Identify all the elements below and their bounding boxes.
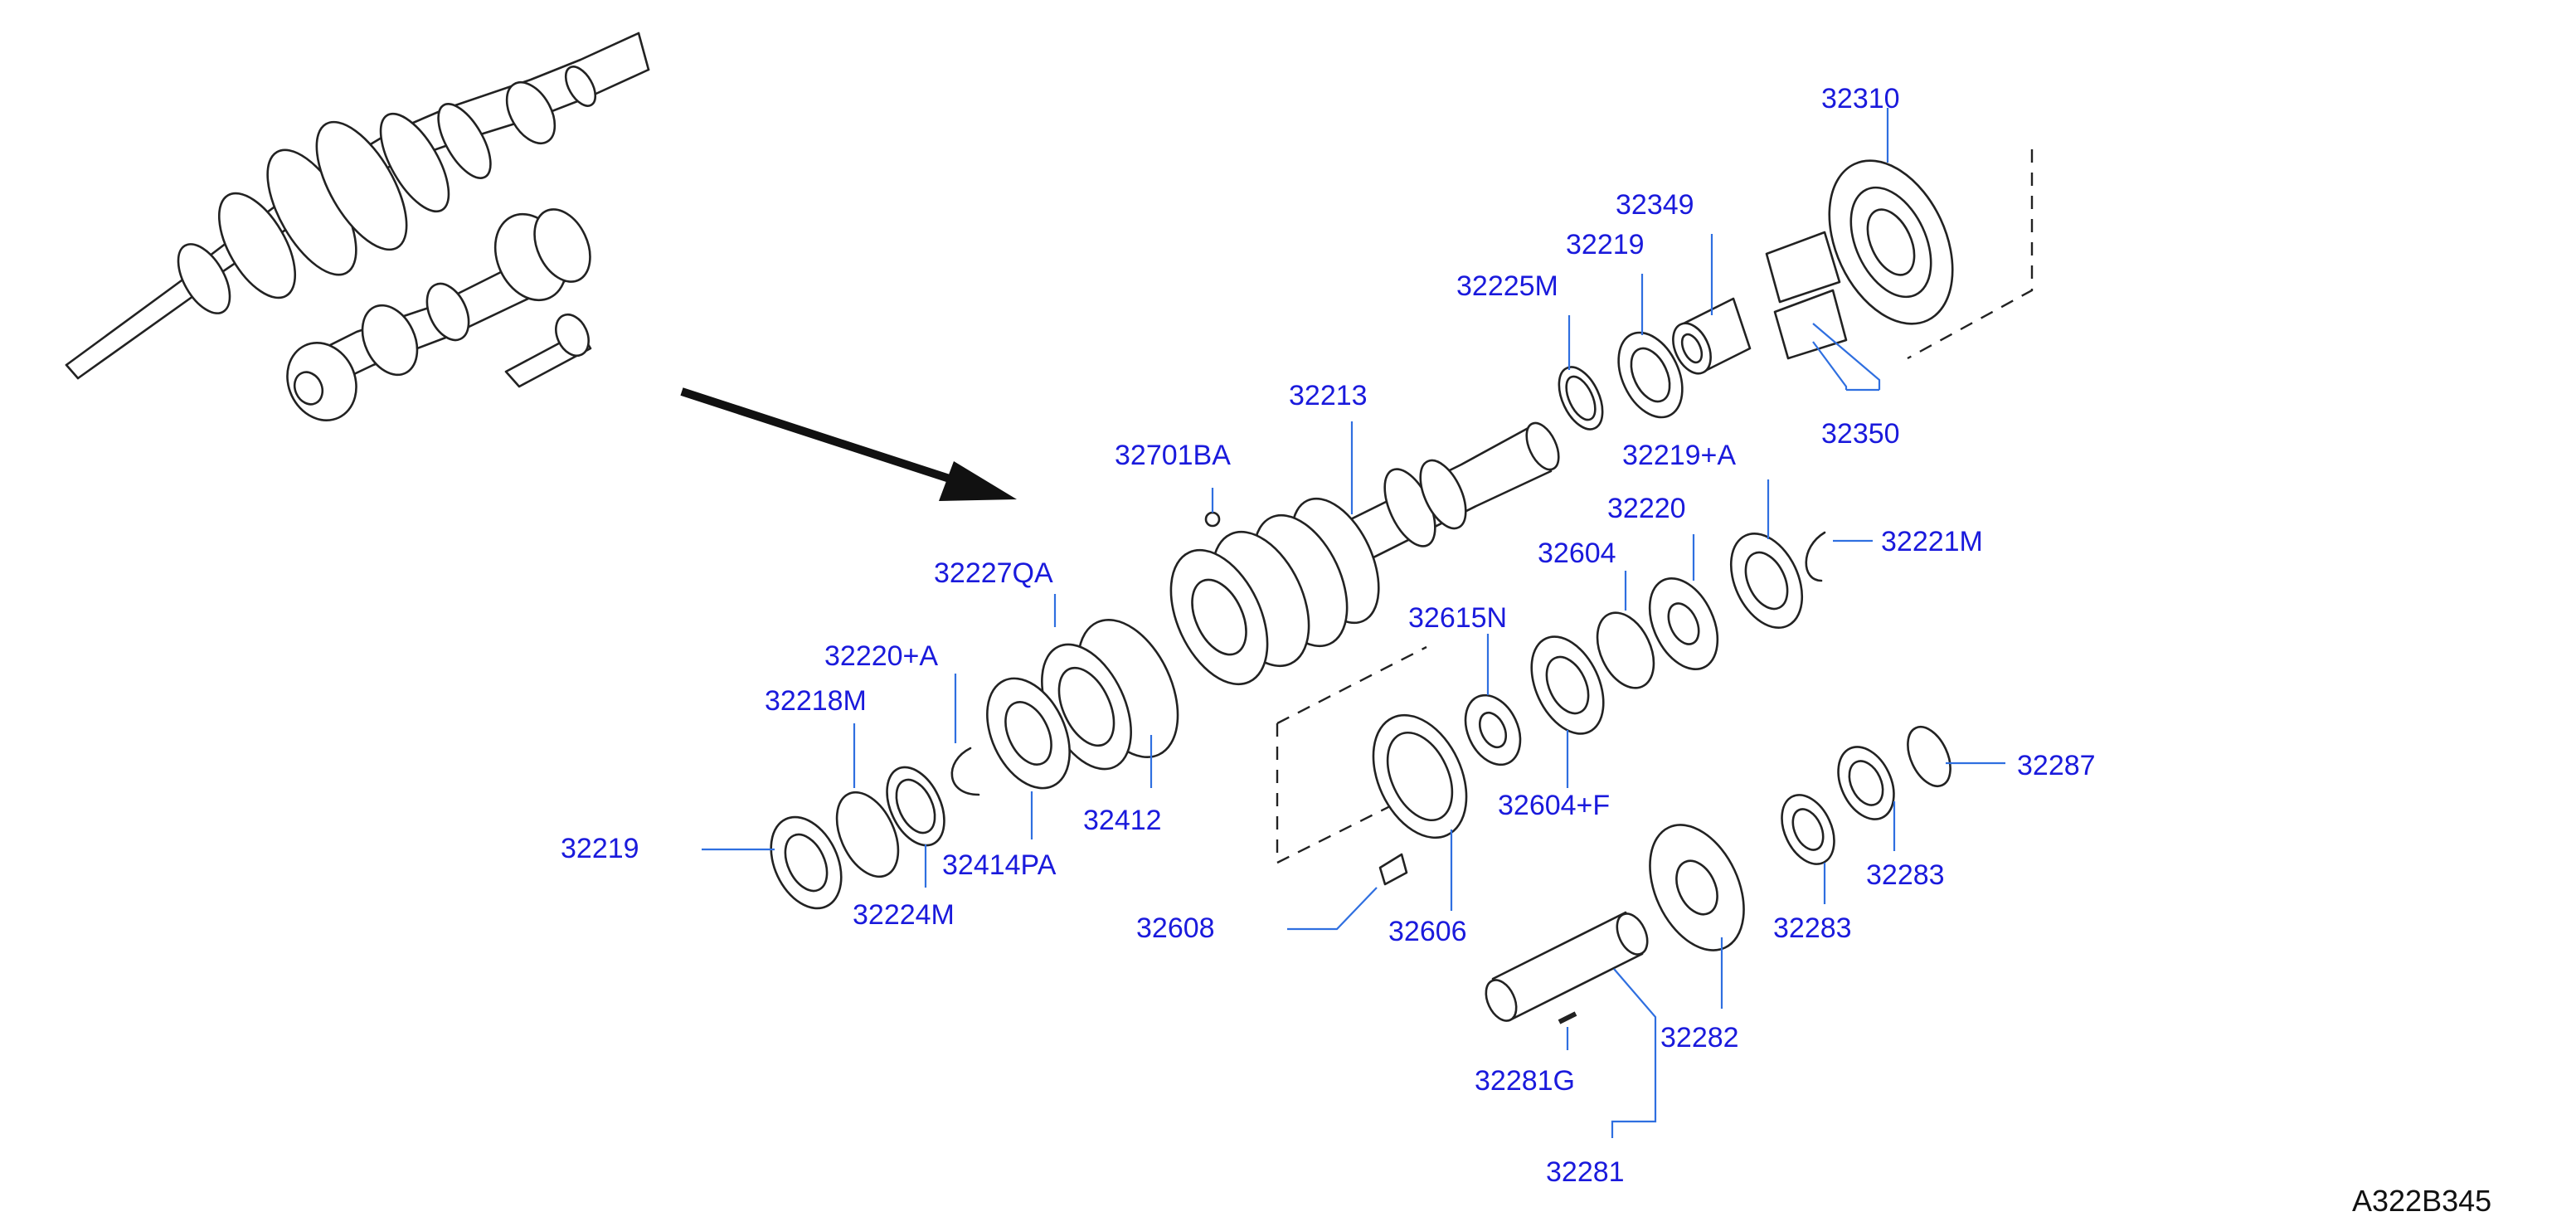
part-labels: 32310 32349 32219 32225M 32350 32213 322… [561, 83, 2096, 1188]
label-32281: 32281 [1546, 1156, 1625, 1188]
label-32220A: 32220+A [824, 640, 938, 672]
snap-ring-32220A[interactable] [950, 747, 980, 796]
hub-32615[interactable] [1455, 686, 1531, 773]
label-32224M: 32224M [853, 899, 955, 931]
label-32412: 32412 [1083, 805, 1162, 836]
insert-32608[interactable] [1378, 853, 1408, 886]
bearing-32219-top[interactable] [1606, 323, 1694, 428]
label-32701BA: 32701BA [1115, 440, 1231, 471]
label-32219A: 32219+A [1622, 440, 1736, 471]
label-32287: 32287 [2017, 750, 2096, 781]
label-32608: 32608 [1136, 912, 1215, 944]
leader-lines [702, 108, 2005, 1138]
label-32283-a: 32283 [1866, 859, 1945, 891]
diagram-code: A322B345 [2352, 1184, 2491, 1218]
washer-32218M[interactable] [824, 783, 911, 887]
label-32604F: 32604+F [1498, 790, 1610, 821]
gear-32282[interactable] [1631, 810, 1762, 965]
synchro-32604[interactable] [1517, 604, 1665, 745]
label-32615: 32615N [1408, 602, 1507, 634]
label-32213: 32213 [1289, 380, 1368, 411]
label-32221M: 32221M [1881, 526, 1983, 557]
label-32604: 32604 [1538, 538, 1616, 569]
label-32220: 32220 [1607, 493, 1686, 524]
label-32283-b: 32283 [1773, 912, 1852, 944]
snap-ring-32221M[interactable] [1805, 531, 1826, 582]
direction-arrow [680, 387, 1017, 501]
ball-32701BA[interactable] [1204, 511, 1221, 528]
label-32219-left: 32219 [561, 833, 639, 864]
label-32349: 32349 [1616, 189, 1694, 221]
needle-bearing-32283-a[interactable] [1827, 738, 1904, 829]
label-32219-top: 32219 [1566, 229, 1645, 260]
overview-inset [65, 32, 650, 421]
label-32606: 32606 [1388, 916, 1467, 947]
sleeve-32606[interactable] [1355, 700, 1485, 853]
washer-32225M[interactable] [1550, 360, 1611, 435]
label-32281G: 32281G [1475, 1065, 1575, 1097]
washer-32287[interactable] [1899, 720, 1959, 792]
needle-bearing-32350[interactable] [1765, 231, 1848, 360]
label-32218M: 32218M [765, 685, 867, 717]
gear-32310[interactable] [1805, 141, 1977, 343]
bearing-32219A[interactable] [1717, 523, 1816, 640]
label-32350: 32350 [1821, 418, 1900, 450]
gear-32220[interactable] [1636, 567, 1731, 680]
washer-32414PA[interactable] [971, 665, 1086, 801]
label-32227QA: 32227QA [934, 557, 1053, 589]
needle-bearing-32283-b[interactable] [1772, 786, 1845, 872]
label-32414PA: 32414PA [942, 849, 1057, 881]
label-32282: 32282 [1660, 1022, 1739, 1053]
pin-32281G[interactable] [1558, 1011, 1577, 1024]
label-32225M: 32225M [1456, 270, 1558, 302]
label-32310: 32310 [1821, 83, 1900, 114]
bearing-32219-left[interactable] [757, 805, 855, 919]
shaft-32281[interactable] [1480, 909, 1654, 1026]
mainshaft[interactable] [1151, 418, 1565, 699]
bushing-32349[interactable] [1665, 297, 1752, 379]
needle-bearing-32224M[interactable] [876, 758, 956, 854]
exploded-view [757, 141, 2034, 1026]
